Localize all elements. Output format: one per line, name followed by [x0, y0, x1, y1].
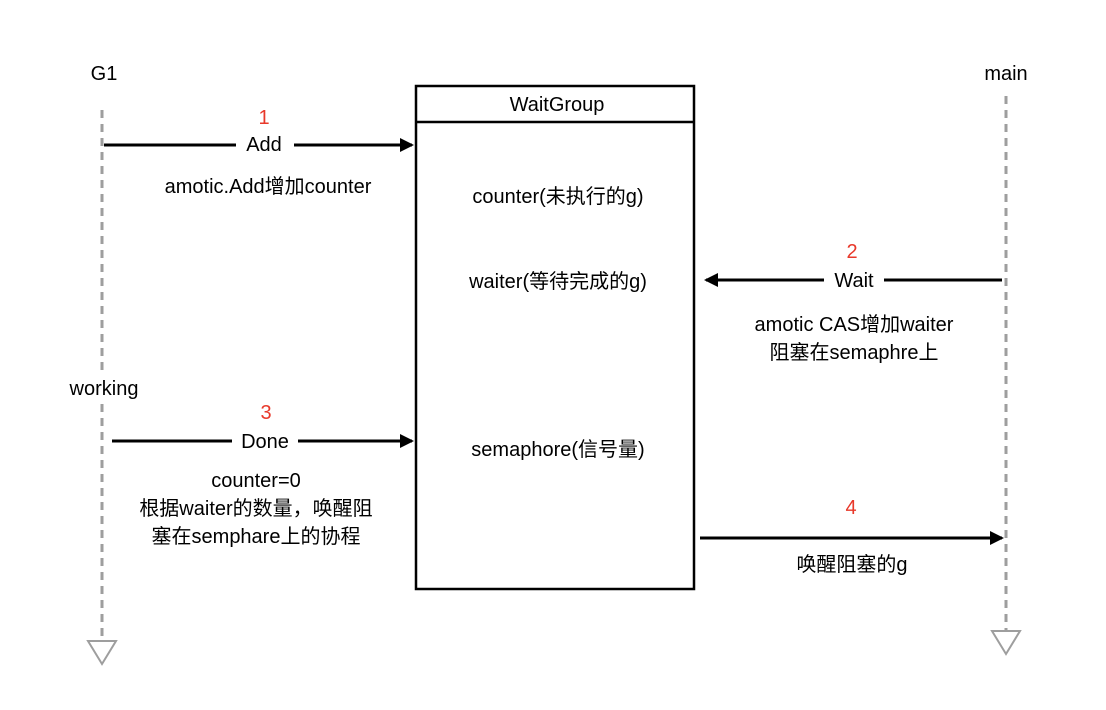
step-3-number: 3: [260, 402, 271, 424]
main-label: main: [984, 63, 1027, 85]
step-2-number: 2: [846, 241, 857, 263]
step-3-done: Done 3 counter=0 根据waiter的数量，唤醒阻 塞在semph…: [112, 402, 414, 548]
step-1-note: amotic.Add增加counter: [165, 175, 372, 198]
step-2-note-line-1: amotic CAS增加waiter: [755, 313, 954, 336]
step-3-label-backdrop: [232, 428, 298, 454]
waitgroup-frame: [414, 84, 696, 591]
step-1-number: 1: [258, 107, 269, 129]
step-3-note-line-1: counter=0: [211, 470, 301, 492]
waitgroup-title: WaitGroup: [510, 94, 605, 116]
g1-working-backdrop: [60, 374, 150, 400]
waitgroup-box: WaitGroup counter(未执行的g) waiter(等待完成的g) …: [414, 84, 696, 591]
step-4-number: 4: [845, 497, 856, 519]
step-3-note-line-3: 塞在semphare上的协程: [152, 525, 361, 548]
g1-working-label: working: [69, 378, 139, 400]
field-counter: counter(未执行的g): [472, 185, 643, 208]
step-3-label: Done: [241, 431, 289, 453]
step-1-label: Add: [246, 134, 282, 156]
g1-label: G1: [91, 63, 118, 85]
step-2-note-line-2: 阻塞在semaphre上: [770, 341, 939, 364]
g1-lifeline: G1 working: [60, 63, 150, 666]
step-2-wait: Wait 2 amotic CAS增加waiter 阻塞在semaphre上: [704, 241, 1002, 364]
step-2-label: Wait: [834, 270, 874, 292]
field-waiter: waiter(等待完成的g): [468, 270, 647, 293]
main-lifeline: main: [984, 63, 1028, 656]
step-3-note-line-2: 根据waiter的数量，唤醒阻: [139, 497, 372, 520]
step-1-add: Add 1 amotic.Add增加counter: [104, 107, 414, 198]
step-2-label-backdrop: [824, 267, 884, 293]
g1-lifeline-end-icon: [86, 640, 118, 666]
field-semaphore: semaphore(信号量): [471, 438, 644, 461]
step-4-note: 唤醒阻塞的g: [796, 553, 907, 576]
step-4-wake: 4 唤醒阻塞的g: [700, 497, 1004, 576]
step-1-label-backdrop: [236, 132, 294, 158]
main-lifeline-end-icon: [990, 630, 1022, 656]
